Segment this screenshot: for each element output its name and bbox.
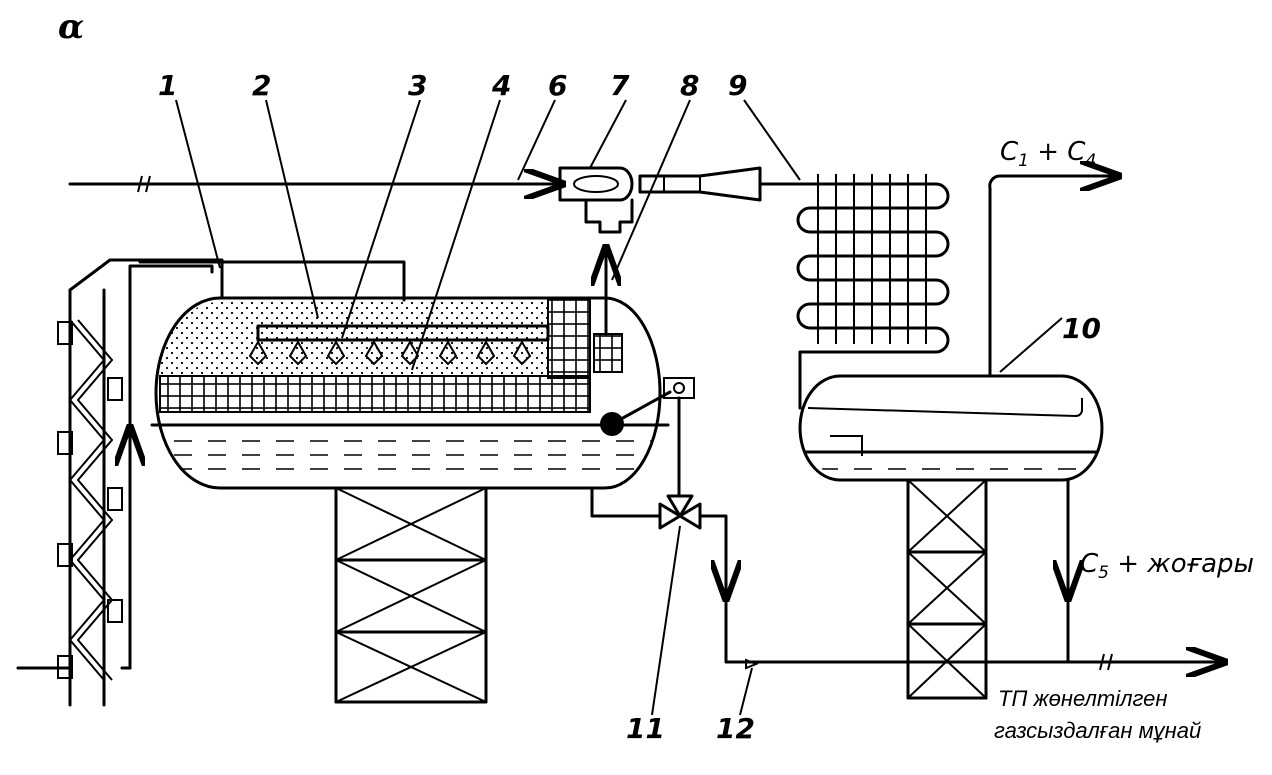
spray-nozzles <box>248 339 532 366</box>
callout-8: 8 <box>680 69 699 102</box>
callout-9: 9 <box>728 69 747 102</box>
callout-10: 10 <box>1062 312 1101 345</box>
gas-outlet-label: C1 + C4 <box>1000 137 1096 171</box>
callout-7: 7 <box>610 69 630 102</box>
drum-support <box>906 478 988 700</box>
gas-outlet-line <box>988 176 1116 378</box>
liquid-outlet-label: C5 + жоғары <box>1080 549 1254 583</box>
reflux-drum <box>798 374 1104 482</box>
callout-3: 3 <box>408 69 427 102</box>
heater-column <box>16 258 406 707</box>
coil-fins <box>817 174 927 344</box>
condenser-coil <box>794 174 950 410</box>
top-feed-line <box>68 166 798 234</box>
coil-flanges <box>57 321 123 679</box>
callout-numbers: 1 2 3 4 6 7 8 9 10 11 12 <box>158 69 1101 745</box>
separator-vessel <box>150 250 695 497</box>
callout-6: 6 <box>548 69 567 102</box>
callout-11: 11 <box>626 712 665 745</box>
callout-2: 2 <box>252 69 271 102</box>
discharge-line <box>590 486 1222 670</box>
bottom-note-line2: газсыздалған мұнай <box>994 718 1201 743</box>
callout-4: 4 <box>491 69 511 102</box>
callout-1: 1 <box>158 69 177 102</box>
bottom-note-line1: ТП жөнелтілген <box>998 686 1167 711</box>
separator-support <box>334 486 488 704</box>
panel-letter: α <box>58 7 84 47</box>
callout-12: 12 <box>716 712 755 745</box>
